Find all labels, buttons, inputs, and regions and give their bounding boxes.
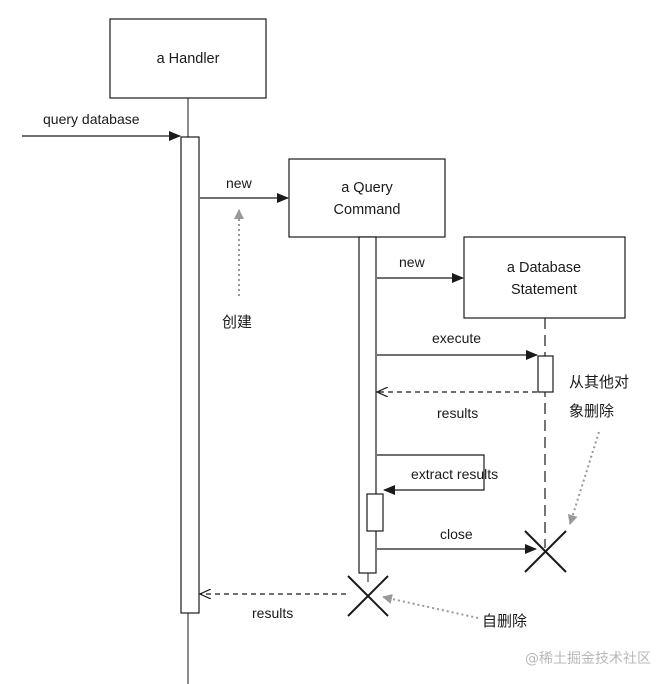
database-statement-activation <box>537 355 554 393</box>
database-statement-label-line2: Statement <box>511 282 577 298</box>
extract-results-arrow <box>377 454 485 495</box>
query-command-activation <box>358 236 377 574</box>
deleted-by-other-note-line1: 从其他对 <box>569 373 629 391</box>
database-statement-label-line1: a Database <box>507 260 581 276</box>
new-query-command-label: new <box>226 175 253 191</box>
handler-activation <box>180 136 200 614</box>
extract-results-activation <box>366 493 384 532</box>
deleted-by-other-note-arrow <box>567 431 600 525</box>
query-command-label-line2: Command <box>334 202 401 218</box>
watermark: @稀土掘金技术社区 <box>525 651 651 667</box>
handler-object: a Handler <box>109 18 267 99</box>
results-return-label: results <box>437 405 478 421</box>
new-database-statement-label: new <box>399 254 426 270</box>
handler-object-label: a Handler <box>157 51 220 67</box>
extract-results-label: extract results <box>411 466 498 482</box>
close-label: close <box>440 526 473 542</box>
self-delete-note: 自删除 <box>482 612 527 630</box>
query-command-destroy-mark <box>347 575 389 617</box>
deleted-by-other-note-line2: 象删除 <box>569 402 614 420</box>
query-database-label: query database <box>43 111 140 127</box>
query-command-label-line1: a Query <box>341 180 393 196</box>
results-to-handler-label: results <box>252 605 293 621</box>
self-delete-note-arrow <box>382 594 479 619</box>
execute-label: execute <box>432 330 481 346</box>
create-note: 创建 <box>222 313 252 331</box>
database-statement-destroy-mark <box>524 530 567 573</box>
query-command-object: a Query Command <box>288 158 446 238</box>
database-statement-object: a Database Statement <box>463 236 626 319</box>
